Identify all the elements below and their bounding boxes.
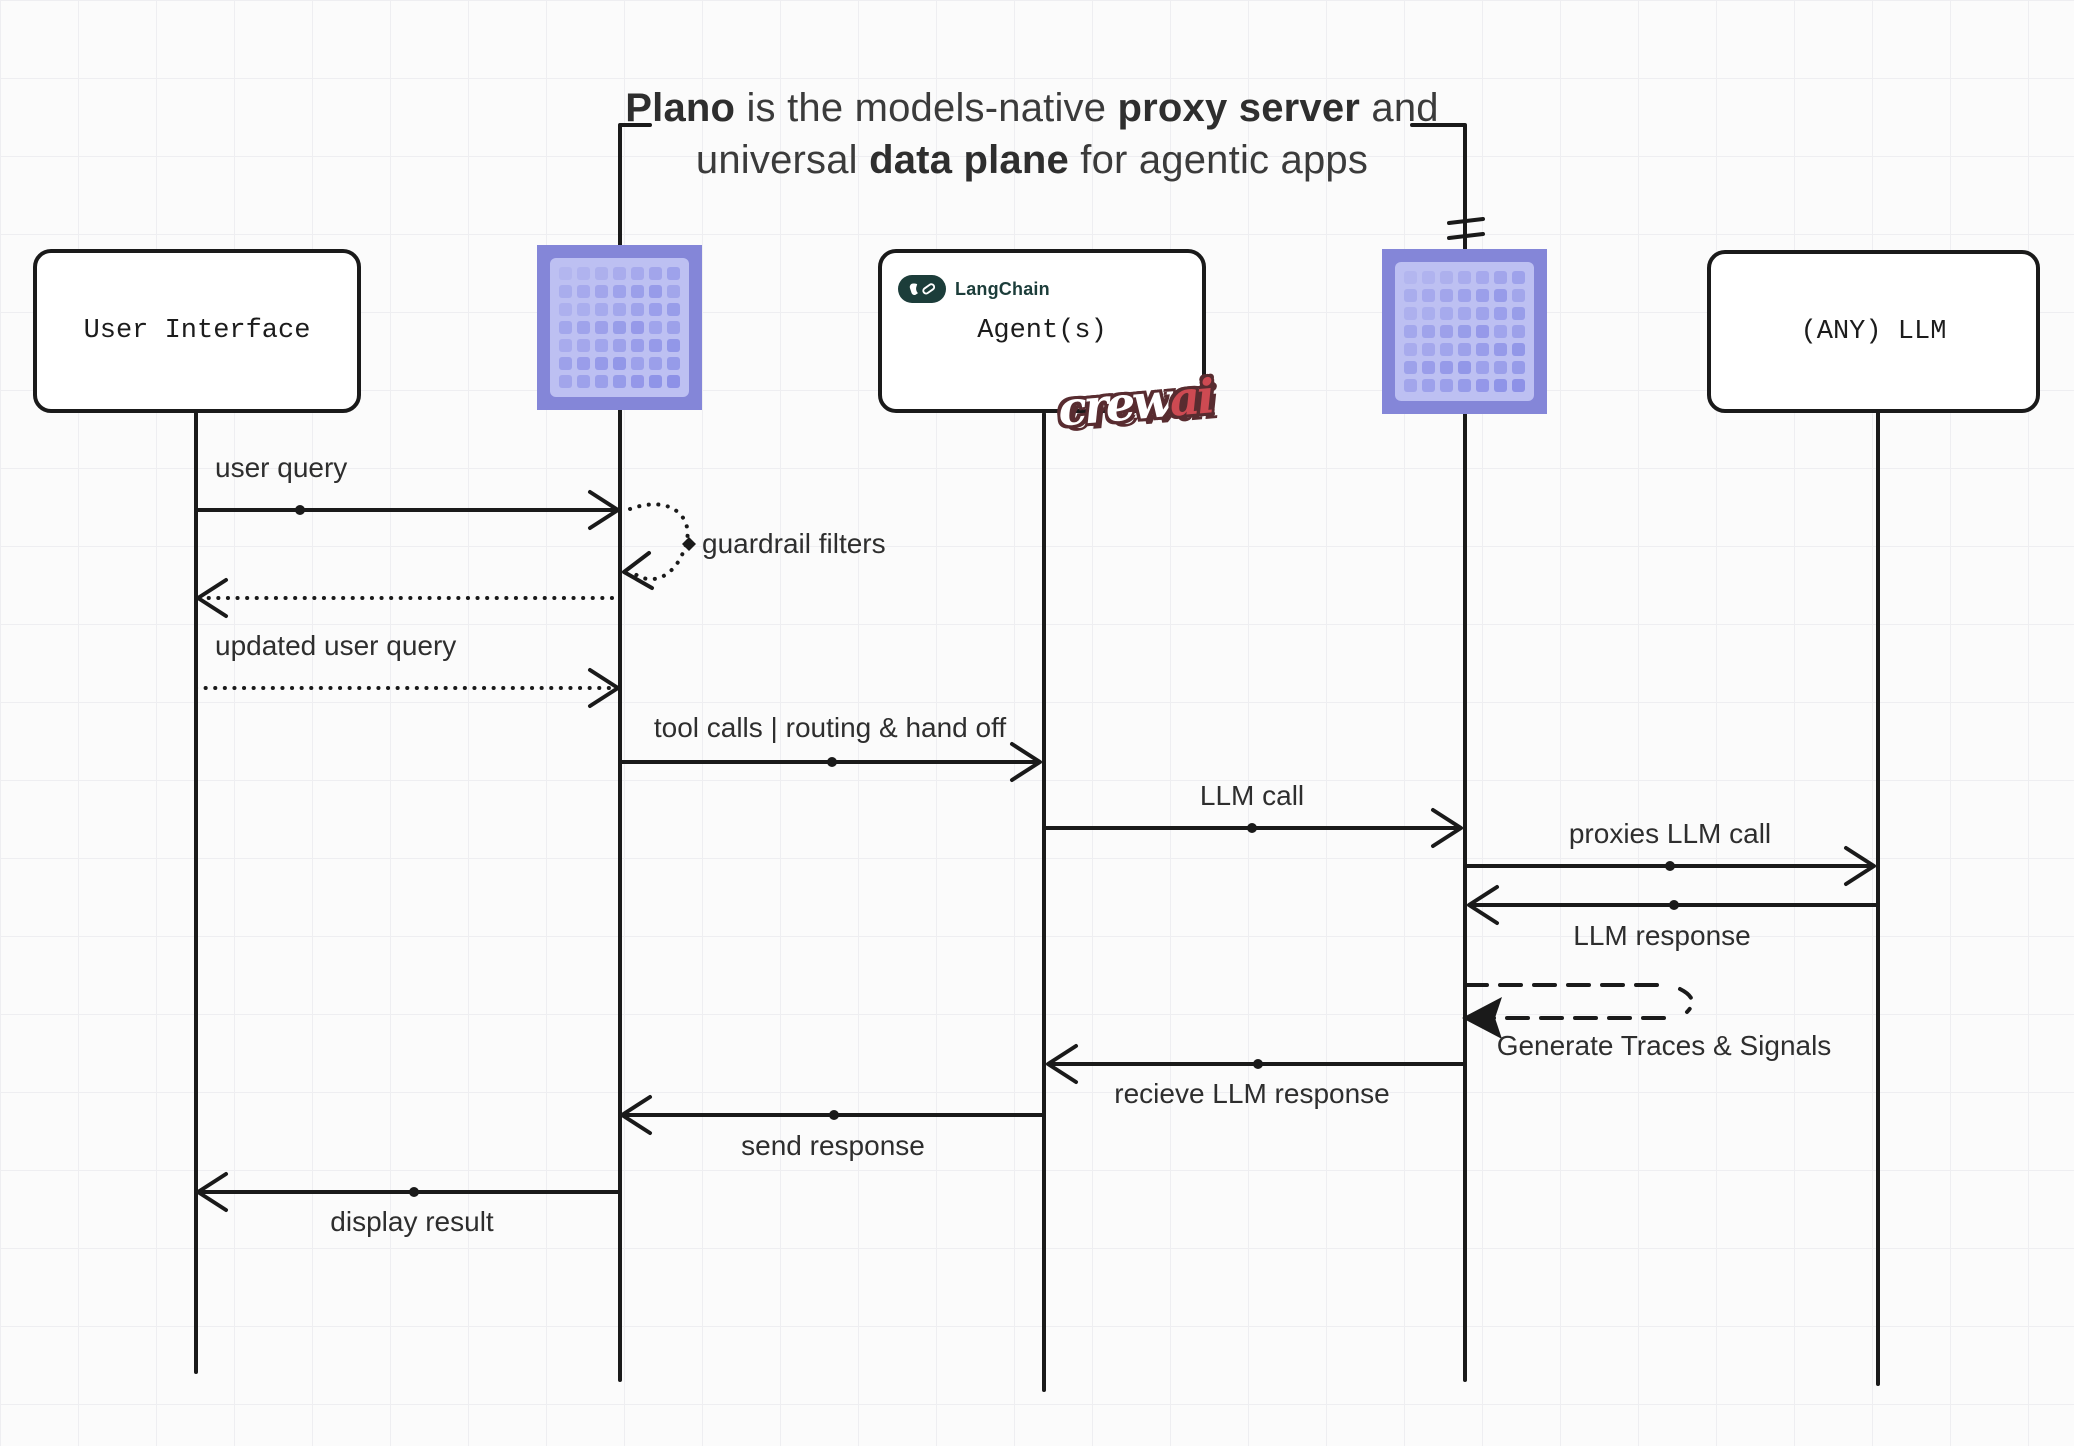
recieve-llm-response-arrow xyxy=(1046,1044,1467,1084)
langchain-logo: LangChain xyxy=(898,275,1050,303)
message-label-tool-calls: tool calls | routing & hand off xyxy=(653,712,1007,743)
message-label-llm-call: LLM call xyxy=(1199,780,1305,811)
plano-proxy-icon-2 xyxy=(1382,249,1547,414)
generate-traces-loop-arrow xyxy=(1462,983,1695,1039)
crewai-logo-ai: ai xyxy=(1167,369,1215,428)
langchain-label: LangChain xyxy=(955,278,1050,299)
diagram-title: Plano is the models-native proxy server … xyxy=(482,82,1582,186)
participant-any-llm: (ANY) LLM xyxy=(1707,250,2040,413)
participant-user-interface: User Interface xyxy=(33,249,361,413)
message-label-recieve-llm-response: recieve LLM response xyxy=(1114,1078,1390,1109)
message-label-send-response: send response xyxy=(741,1130,925,1161)
agents-label: Agent(s) xyxy=(977,316,1107,346)
title-line-1: Plano is the models-native proxy server … xyxy=(625,86,1439,130)
llm-call-arrow xyxy=(1042,808,1463,848)
message-label-updated-user-query: updated user query xyxy=(215,630,457,661)
any-llm-label: (ANY) LLM xyxy=(1800,316,1947,347)
message-label-generate-traces: Generate Traces & Signals xyxy=(1496,1030,1832,1061)
langchain-badge-icon xyxy=(898,275,946,303)
updated-user-query-arrow xyxy=(194,668,620,708)
crewai-logo: crewai xyxy=(1056,369,1214,437)
plano-proxy-icon xyxy=(537,245,702,410)
message-label-proxies-llm-call: proxies LLM call xyxy=(1568,818,1772,849)
user-interface-label: User Interface xyxy=(83,316,311,346)
llm-response-arrow xyxy=(1467,885,1880,925)
message-label-guardrail-filters: guardrail filters xyxy=(702,528,886,559)
message-label-display-result: display result xyxy=(330,1206,494,1237)
message-label-llm-response: LLM response xyxy=(1573,920,1751,951)
guardrail-filters-loop-arrow xyxy=(622,502,696,590)
crewai-logo-crew: crew xyxy=(1055,373,1172,438)
user-query-arrow xyxy=(194,490,620,530)
proxies-llm-call-arrow xyxy=(1463,846,1876,886)
message-label-user-query: user query xyxy=(215,452,348,483)
lifeline-plano-proxy-1 xyxy=(618,123,652,1382)
send-response-arrow xyxy=(620,1095,1046,1135)
title-line-2: universal data plane for agentic apps xyxy=(695,138,1369,182)
plano-pixel-grid-icon xyxy=(550,258,689,397)
guardrail-return-arrow xyxy=(196,578,614,618)
participant-agents: LangChain Agent(s) crewai xyxy=(878,249,1214,438)
plano-pixel-grid-icon xyxy=(1395,262,1534,401)
connector-break-ticks-icon xyxy=(1447,217,1485,240)
lifeline-plano-proxy-2 xyxy=(1410,123,1467,1382)
tool-calls-arrow xyxy=(618,742,1042,782)
display-result-arrow xyxy=(196,1172,622,1212)
